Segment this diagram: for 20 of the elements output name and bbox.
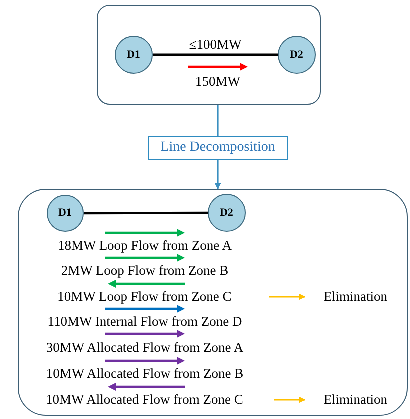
- node-circle: D2: [208, 194, 246, 232]
- panel-box: [18, 189, 408, 416]
- connector-arrow: [214, 160, 222, 190]
- flow-text: 10MW Allocated Flow from Zone B: [46, 366, 244, 382]
- process-box: Line Decomposition: [148, 136, 288, 160]
- flow-text: 110MW Internal Flow from Zone D: [48, 314, 242, 330]
- flow-text: 18MW Loop Flow from Zone A: [58, 238, 232, 254]
- node-circle: D1: [46, 194, 84, 232]
- node-circle: D1: [114, 36, 153, 74]
- flow-text: Elimination: [314, 392, 397, 408]
- flow-text: 2MW Loop Flow from Zone B: [61, 263, 229, 279]
- edge-label: ≤100MW: [189, 37, 242, 52]
- connector-arrow: [269, 294, 306, 300]
- connector-arrow: [274, 396, 306, 404]
- flow-text: 30MW Allocated Flow from Zone A: [46, 340, 244, 356]
- flow-text: 150MW: [196, 74, 240, 90]
- node-circle: D2: [278, 36, 316, 74]
- flow-text: 10MW Loop Flow from Zone C: [34, 288, 255, 305]
- flow-text: 10MW Allocated Flow from Zone C: [30, 392, 260, 408]
- flow-text: Elimination: [314, 288, 397, 305]
